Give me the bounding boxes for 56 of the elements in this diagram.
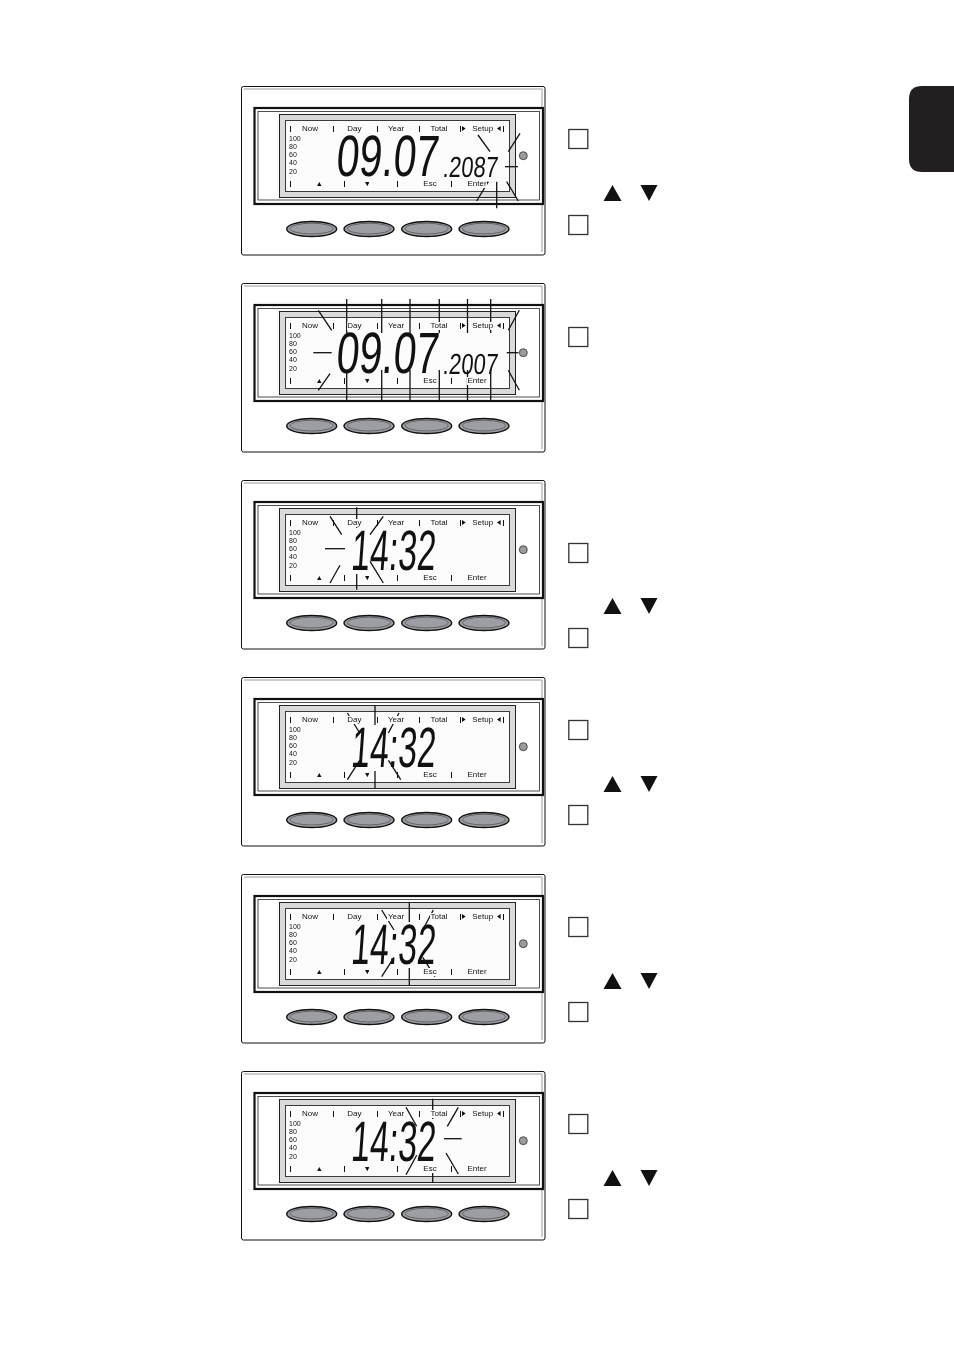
key-label: Enter [466,771,488,779]
lcd-display [279,311,516,395]
mode-label: Total [430,125,448,133]
key-label: Enter [466,574,488,582]
lcd-display [279,902,516,986]
mode-label: Total [430,716,448,724]
mode-label: Total [430,1110,448,1118]
mode-label: Year [387,716,405,724]
mode-label: Now [301,519,319,527]
key-label: Esc [422,377,438,385]
date-readout: 09.07 [335,133,442,181]
key-label: Enter [466,377,488,385]
key-label: Esc [422,1165,438,1173]
mode-label: Year [387,913,405,921]
mode-label: Year [387,1110,405,1118]
lcd-display [279,705,516,789]
mode-label: Now [301,716,319,724]
mode-label: Year [387,125,405,133]
mode-label: Day [346,1110,362,1118]
key-label: Enter [466,1165,488,1173]
mode-label: Total [430,519,448,527]
key-label: Esc [422,574,438,582]
time-readout: 14:32 [350,922,438,969]
key-label: Esc [422,771,438,779]
key-label: Enter [466,180,488,188]
mode-label: Day [346,913,362,921]
mode-label: Day [346,322,362,330]
mode-label: Now [301,322,319,330]
mode-label: Setup [471,913,494,921]
mode-label: Total [430,913,448,921]
mode-label: Setup [471,716,494,724]
mode-label: Day [346,716,362,724]
date-readout: .2007 [442,353,500,377]
mode-label: Setup [471,125,494,133]
date-readout: .2087 [442,156,500,180]
mode-label: Now [301,125,319,133]
mode-label: Setup [471,1110,494,1118]
key-label: Esc [422,180,438,188]
lcd-display [279,508,516,592]
key-label: Enter [466,968,488,976]
key-label: Esc [422,968,438,976]
mode-label: Year [387,519,405,527]
time-readout: 14:32 [350,725,438,772]
lcd-display [279,114,516,198]
mode-label: Setup [471,519,494,527]
date-readout: 09.07 [335,330,442,378]
mode-label: Day [346,519,362,527]
mode-label: Day [346,125,362,133]
lcd-display [279,1099,516,1183]
time-readout: 14:32 [350,1119,438,1166]
mode-label: Total [430,322,448,330]
mode-label: Now [301,913,319,921]
mode-label: Year [387,322,405,330]
mode-label: Now [301,1110,319,1118]
time-readout: 14:32 [350,528,438,575]
mode-label: Setup [471,322,494,330]
